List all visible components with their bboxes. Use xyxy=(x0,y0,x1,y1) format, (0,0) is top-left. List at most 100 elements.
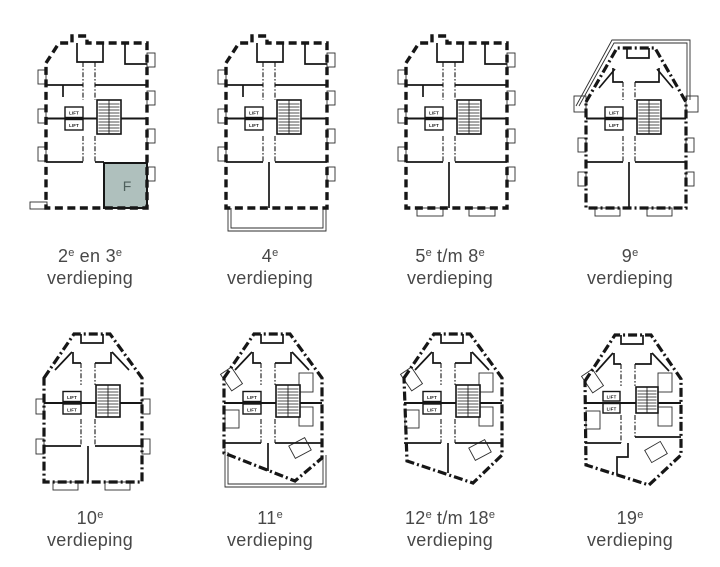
caption-word: verdieping xyxy=(406,530,494,550)
building-outline xyxy=(402,332,504,485)
building-outline xyxy=(583,333,683,487)
corridor xyxy=(80,363,96,446)
building-outline xyxy=(404,34,509,210)
caption-floor: 2e en 3e xyxy=(47,242,133,267)
corridor xyxy=(82,62,96,162)
lift-label: LIFT xyxy=(247,395,257,400)
corridor xyxy=(260,363,276,443)
caption-floor: 12e t/m 18e xyxy=(405,504,495,529)
core: LIFT LIFT xyxy=(424,99,482,135)
lift-label: LIFT xyxy=(247,407,257,412)
interior-walls xyxy=(404,334,502,473)
corridor xyxy=(442,62,456,162)
lift-box xyxy=(422,390,442,403)
plan-floor-2-3: F LIFT LIFT xyxy=(0,6,180,289)
lift-label: LIFT xyxy=(609,111,619,116)
building-outline xyxy=(42,332,144,484)
caption-part: 4 xyxy=(261,246,273,266)
building-outline xyxy=(584,46,688,210)
plan-caption: 5e t/m 8e verdieping xyxy=(407,242,493,289)
plan-caption: 4e verdieping xyxy=(227,242,313,289)
lift-label: LIFT xyxy=(427,395,437,400)
lift-label: LIFT xyxy=(609,123,619,128)
caption-part: 5 xyxy=(415,246,426,266)
lift-box xyxy=(424,118,444,131)
floorplan-drawing-19: LIFT LIFT xyxy=(580,333,683,487)
lift-label: LIFT xyxy=(607,407,617,412)
plan-floor-10: LIFT LIFT 10e verdieping xyxy=(0,315,180,551)
building-outline xyxy=(44,34,149,210)
unit-f-label: F xyxy=(123,178,132,194)
lift-box xyxy=(64,106,84,119)
corridor xyxy=(620,364,636,443)
plan-floor-5-8: LIFT LIFT 5e t/m 8e verdieping xyxy=(360,6,540,289)
caption-floor: 5e t/m 8e xyxy=(407,242,493,267)
lift-box xyxy=(422,403,442,415)
interior-walls xyxy=(224,334,322,471)
caption-word: verdieping xyxy=(586,530,674,550)
lift-label: LIFT xyxy=(69,123,79,128)
lift-box xyxy=(242,403,262,415)
lift-label: LIFT xyxy=(249,111,259,116)
plan-floor-11: LIFT LIFT 11e verdieping xyxy=(180,315,360,551)
core: LIFT LIFT xyxy=(422,384,481,418)
caption-word: verdieping xyxy=(46,530,134,550)
row-bottom: LIFT LIFT 10e verdieping xyxy=(0,315,720,551)
plan-caption: 19e verdieping xyxy=(587,504,673,551)
caption-part: en 3 xyxy=(74,246,116,266)
caption-part: 11 xyxy=(257,508,277,528)
balconies xyxy=(573,95,699,217)
caption-sup: e xyxy=(115,247,123,259)
lift-box xyxy=(242,390,262,403)
plan-caption: 2e en 3e verdieping xyxy=(47,242,133,289)
lift-label: LIFT xyxy=(429,111,439,116)
plan-caption: 12e t/m 18e verdieping xyxy=(405,504,495,551)
core: LIFT LIFT xyxy=(62,384,121,418)
roof-terrace-outline xyxy=(224,449,327,488)
lift-label: LIFT xyxy=(249,123,259,128)
corridor xyxy=(440,363,456,443)
floorplan-drawing-10: LIFT LIFT xyxy=(35,332,151,491)
lift-box xyxy=(244,118,264,131)
lift-box xyxy=(424,106,444,119)
core: LIFT LIFT xyxy=(244,99,302,135)
lift-box xyxy=(604,118,624,131)
caption-floor: 11e xyxy=(227,504,313,529)
lift-box xyxy=(604,106,624,119)
roof-terrace-outline xyxy=(227,208,327,232)
lift-box xyxy=(62,390,82,403)
lift-box xyxy=(64,118,84,131)
caption-sup: e xyxy=(97,509,104,521)
caption-floor: 19e xyxy=(587,504,673,529)
row-top: F LIFT LIFT xyxy=(0,6,699,289)
balconies xyxy=(35,398,151,491)
lift-box xyxy=(602,402,621,414)
interior-walls xyxy=(586,48,686,208)
interior-walls xyxy=(44,334,142,482)
lift-label: LIFT xyxy=(69,111,79,116)
caption-sup: e xyxy=(478,247,485,259)
caption-word: verdieping xyxy=(226,530,314,550)
side-rooms xyxy=(580,368,673,464)
lift-label: LIFT xyxy=(427,407,437,412)
lift-label: LIFT xyxy=(67,395,77,400)
caption-floor: 9e xyxy=(587,242,673,267)
caption-sup: e xyxy=(272,247,279,259)
plan-caption: 9e verdieping xyxy=(587,242,673,289)
building-outline xyxy=(224,34,329,210)
lift-label: LIFT xyxy=(607,395,617,400)
lift-box xyxy=(602,390,621,402)
lift-label: LIFT xyxy=(67,407,77,412)
plan-caption: 10e verdieping xyxy=(47,504,133,551)
floorplan-drawing-11: LIFT LIFT xyxy=(219,332,327,488)
caption-sup: e xyxy=(425,247,432,259)
floorplan-drawing-12-18: LIFT LIFT xyxy=(399,332,504,485)
caption-word: verdieping xyxy=(406,268,494,288)
floorplan-drawing-9: LIFT LIFT xyxy=(573,39,699,217)
lift-box xyxy=(62,403,82,415)
floorplan-drawing-4: LIFT LIFT xyxy=(217,34,336,232)
plan-caption: 11e verdieping xyxy=(227,504,313,551)
core: LIFT LIFT xyxy=(602,386,659,414)
lift-box xyxy=(244,106,264,119)
